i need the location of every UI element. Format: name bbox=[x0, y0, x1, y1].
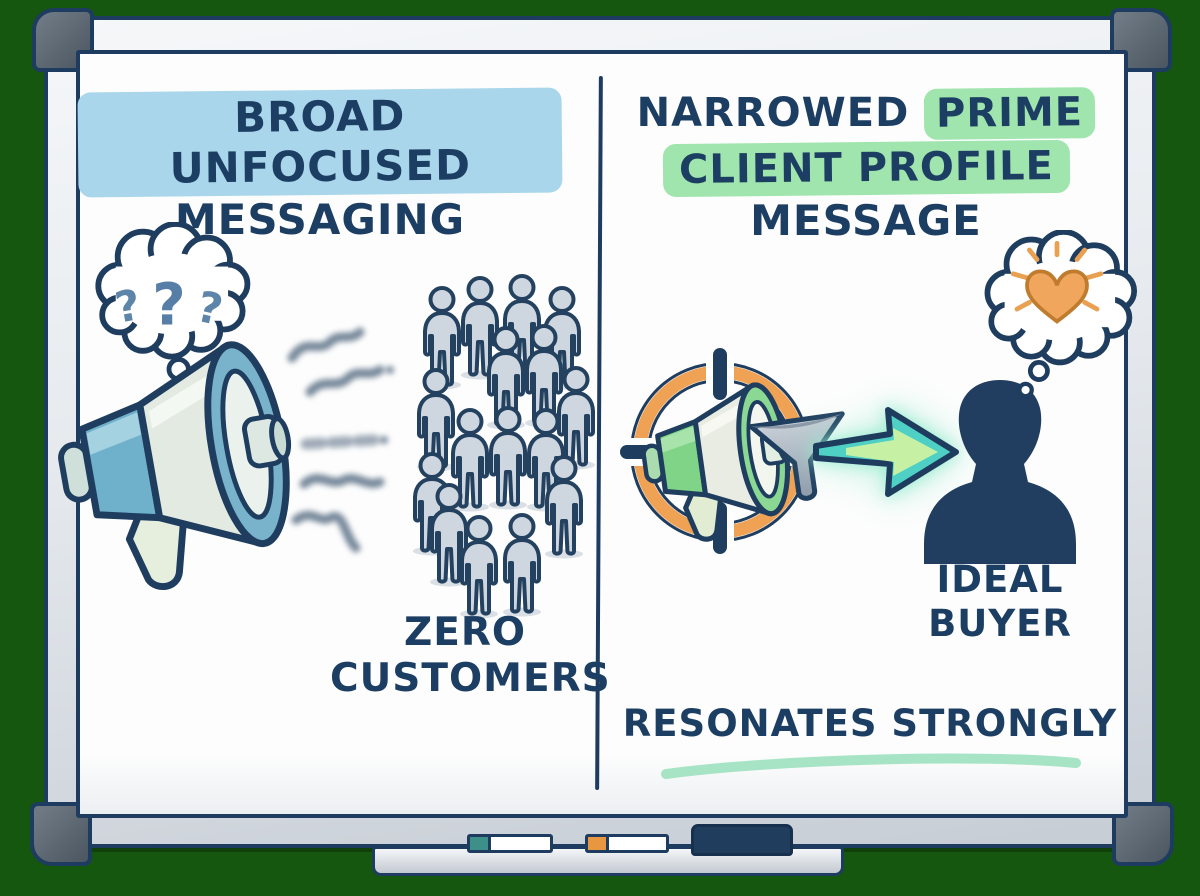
left-panel-title: BROAD UNFOCUSED MESSAGING bbox=[77, 87, 563, 245]
funnel-icon bbox=[748, 411, 845, 501]
right-title-line3: MESSAGE bbox=[750, 195, 982, 245]
heart-icon bbox=[1025, 269, 1089, 324]
marker-cap-orange bbox=[585, 834, 609, 853]
caption-customers: CUSTOMERS bbox=[330, 656, 611, 702]
left-panel-caption: ZERO CUSTOMERS bbox=[330, 610, 610, 702]
footer-resonates: RESONATES STRONGLY bbox=[622, 702, 1118, 745]
marker-tray bbox=[372, 824, 844, 876]
right-panel-footer: RESONATES STRONGLY bbox=[620, 702, 1120, 745]
frame-corner-cap-top-left bbox=[32, 8, 94, 72]
marker-cap-teal bbox=[467, 834, 491, 853]
frame-corner-cap-bottom-left bbox=[30, 802, 92, 866]
right-panel-caption: IDEAL BUYER bbox=[880, 558, 1120, 645]
caption-zero: ZERO bbox=[403, 610, 527, 655]
focused-message-arrow-icon bbox=[813, 407, 959, 497]
thought-trail-bubble bbox=[1017, 381, 1034, 399]
right-panel-title: NARROWED PRIME CLIENT PROFILE MESSAGE bbox=[632, 87, 1100, 246]
right-title-word-highlight: PRIME bbox=[923, 87, 1096, 140]
question-mark-icon: ? bbox=[152, 271, 186, 339]
caption-buyer: BUYER bbox=[928, 601, 1072, 645]
marker-pen-teal bbox=[467, 834, 553, 853]
left-title-rest: MESSAGING bbox=[174, 194, 466, 244]
right-title-line2-highlight: CLIENT PROFILE bbox=[662, 139, 1070, 197]
marker-pen-orange bbox=[585, 834, 669, 853]
person-icon bbox=[501, 513, 543, 617]
unfocused-sound-waves-icon bbox=[287, 327, 394, 553]
frame-corner-cap-top-right bbox=[1110, 8, 1172, 72]
right-title-word-plain: NARROWED bbox=[636, 90, 910, 136]
focused-megaphone-icon bbox=[641, 382, 792, 542]
footer-underline-swoosh bbox=[661, 753, 1081, 779]
whiteboard-eraser bbox=[691, 824, 793, 856]
caption-ideal: IDEAL bbox=[936, 558, 1064, 601]
left-title-highlight: BROAD UNFOCUSED bbox=[77, 87, 563, 198]
thought-trail-bubble bbox=[1027, 360, 1050, 382]
crowd-icon bbox=[411, 274, 597, 619]
megaphone-icon bbox=[58, 341, 292, 590]
heart-thought-cloud-icon bbox=[976, 230, 1138, 399]
heart-rays bbox=[1010, 240, 1104, 312]
ideal-buyer-silhouette-icon bbox=[924, 380, 1076, 564]
